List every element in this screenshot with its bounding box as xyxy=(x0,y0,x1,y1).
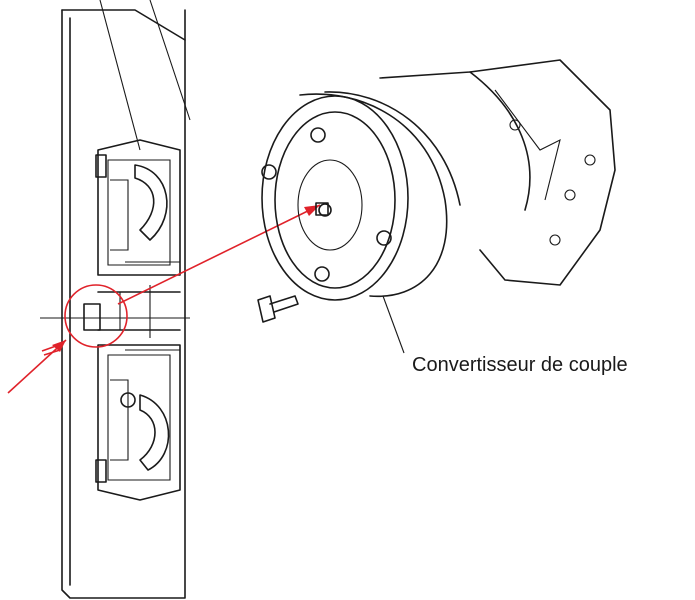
transmission-housing xyxy=(40,0,191,599)
torque-converter-label: Convertisseur de couple xyxy=(412,354,628,376)
shaft-highlight xyxy=(7,204,321,394)
torque-converter xyxy=(257,59,616,354)
